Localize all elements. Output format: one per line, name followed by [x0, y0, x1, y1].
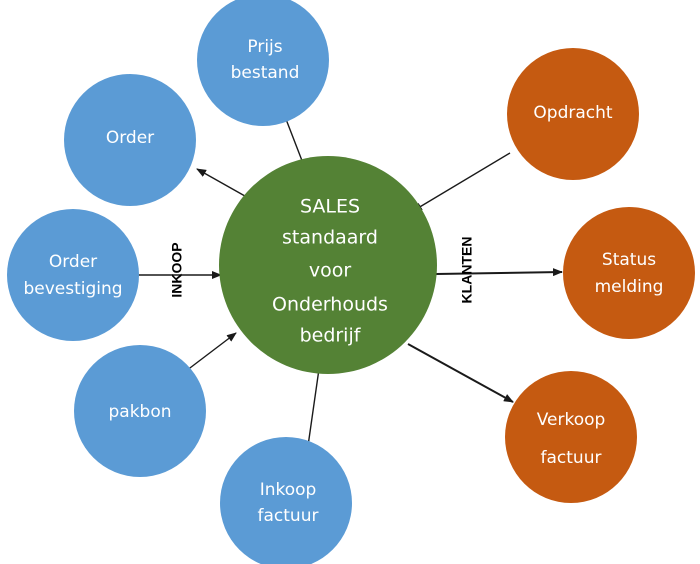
opdracht-circle: [507, 48, 639, 180]
node-inkoop-factuur: Inkoop factuur: [220, 437, 352, 564]
center-circle: [219, 156, 437, 374]
order-line-1: Order: [106, 128, 154, 148]
arrow-pakbon: [181, 332, 237, 375]
center-line-1: SALES: [300, 196, 360, 218]
order-bevestiging-circle: [7, 209, 139, 341]
status-melding-line-2: melding: [595, 277, 664, 297]
opdracht-line-1: Opdracht: [533, 103, 612, 123]
inkoop-factuur-circle: [220, 437, 352, 564]
pakbon-line-1: pakbon: [108, 402, 171, 422]
node-prijs-bestand: Prijs bestand: [197, 0, 329, 126]
verkoop-factuur-line-2: factuur: [541, 448, 602, 468]
order-circle: [64, 74, 196, 206]
prijs-bestand-circle: [197, 0, 329, 126]
node-pakbon: pakbon: [74, 345, 206, 477]
prijs-bestand-line-1: Prijs: [247, 37, 282, 57]
center-line-5: bedrijf: [300, 325, 362, 347]
node-order-bevestiging: Order bevestiging: [7, 209, 139, 341]
node-center: SALES standaard voor Onderhouds bedrijf: [219, 156, 437, 374]
connectors: [137, 113, 563, 447]
arrow-opdracht: [412, 152, 511, 212]
node-status-melding: Status melding: [563, 207, 695, 339]
klanten-label: KLANTEN: [459, 237, 475, 304]
verkoop-factuur-line-1: Verkoop: [537, 410, 606, 430]
arrow-order: [196, 168, 253, 201]
status-melding-line-1: Status: [602, 250, 656, 270]
inkoop-factuur-line-2: factuur: [258, 506, 319, 526]
node-verkoop-factuur: Verkoop factuur: [505, 371, 637, 503]
prijs-bestand-line-2: bestand: [231, 63, 300, 83]
pakbon-circle: [74, 345, 206, 477]
node-order: Order: [64, 74, 196, 206]
status-melding-circle: [563, 207, 695, 339]
arrow-verkoop-factuur: [407, 343, 514, 403]
arrow-status-melding: [435, 268, 563, 277]
node-opdracht: Opdracht: [507, 48, 639, 180]
center-line-4: Onderhouds: [272, 294, 388, 316]
inkoop-factuur-line-1: Inkoop: [260, 480, 317, 500]
order-bevestiging-line-2: bevestiging: [23, 279, 122, 299]
center-line-2: standaard: [282, 227, 378, 249]
verkoop-factuur-circle: [505, 371, 637, 503]
order-bevestiging-line-1: Order: [49, 252, 97, 272]
center-line-3: voor: [309, 260, 351, 282]
inkoop-label: INKOOP: [169, 242, 185, 297]
